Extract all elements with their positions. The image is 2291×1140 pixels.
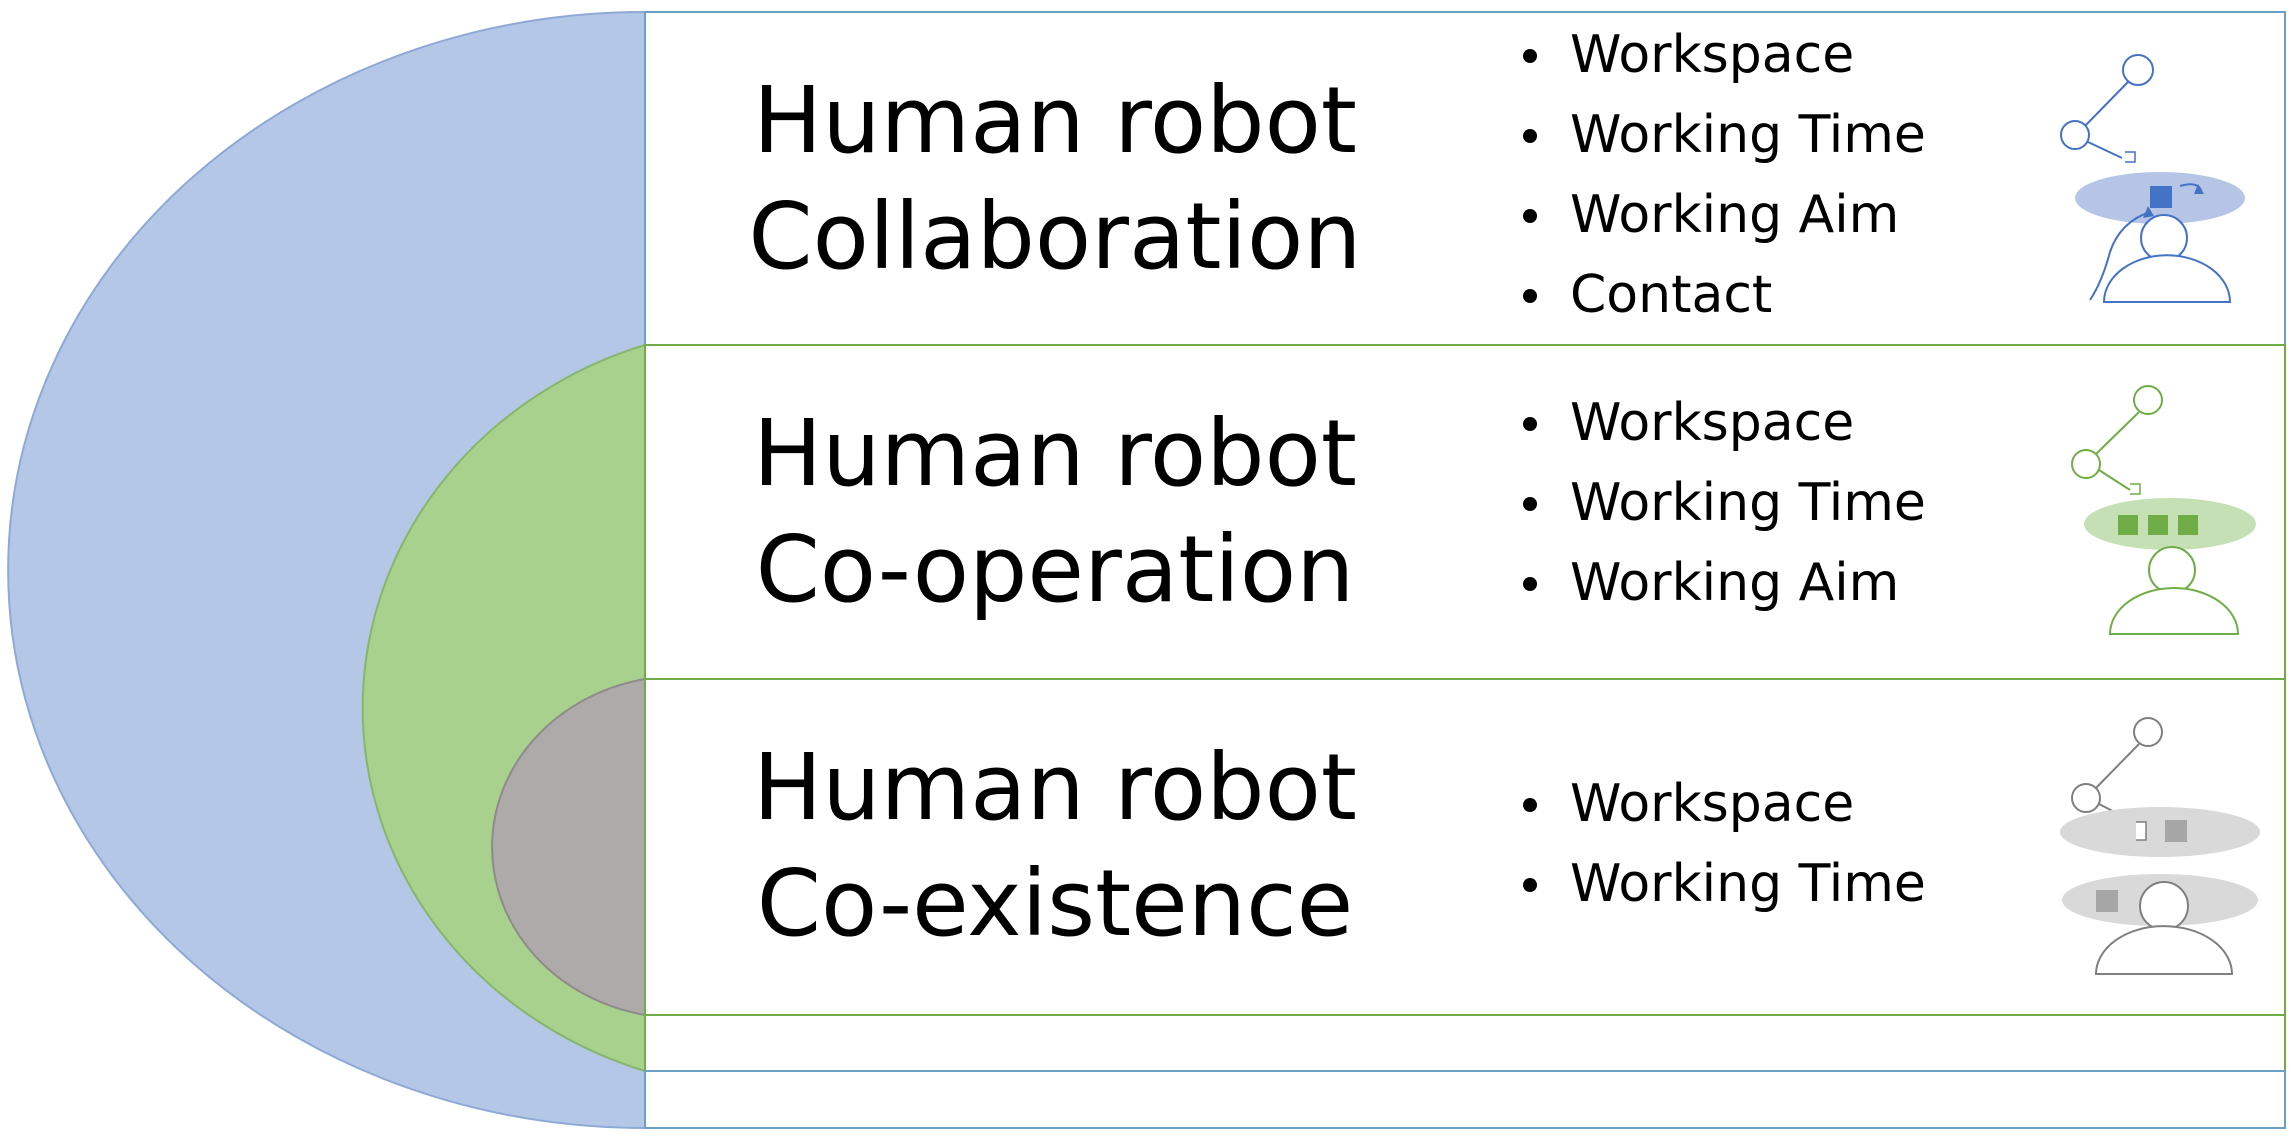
coexistence-row: Human robot Co-existence Workspace Worki… xyxy=(645,679,2285,1012)
empty-blue-row-frame xyxy=(644,1070,2286,1129)
collaboration-criteria-list: Workspace Working Time Working Aim Conta… xyxy=(1515,15,2035,335)
coexistence-title-line2: Co-existence xyxy=(756,849,1354,957)
collaboration-row: Human robot Collaboration Workspace Work… xyxy=(645,12,2285,345)
cooperation-row-frame xyxy=(644,344,2286,680)
list-item: Working Aim xyxy=(1515,543,2035,623)
robot-human-collaboration-icon xyxy=(2060,54,2245,303)
collaboration-title: Human robot Collaboration xyxy=(645,12,1465,345)
collaboration-row-frame xyxy=(644,11,2286,346)
coexistence-criteria-list: Workspace Working Time xyxy=(1515,764,2035,924)
cooperation-title-line2: Co-operation xyxy=(755,515,1355,623)
list-item: Working Time xyxy=(1515,95,2035,175)
list-item: Working Aim xyxy=(1515,175,2035,255)
coexistence-row-frame xyxy=(644,678,2286,1016)
list-item: Working Time xyxy=(1515,463,2035,543)
coexistence-half-ellipse xyxy=(491,677,646,1017)
cooperation-row: Human robot Co-operation Workspace Worki… xyxy=(645,345,2285,678)
coexistence-title: Human robot Co-existence xyxy=(645,679,1465,1012)
list-item: Contact xyxy=(1515,255,2035,335)
list-item: Workspace xyxy=(1515,383,2035,463)
list-item: Workspace xyxy=(1515,15,2035,95)
collaboration-title-line1: Human robot xyxy=(753,66,1357,174)
cooperation-criteria-list: Workspace Working Time Working Aim xyxy=(1515,383,2035,623)
list-item: Working Time xyxy=(1515,844,2035,924)
coexistence-title-line1: Human robot xyxy=(753,733,1357,841)
list-item: Workspace xyxy=(1515,764,2035,844)
robot-human-cooperation-icon xyxy=(2071,385,2256,635)
empty-green-row-frame xyxy=(644,1014,2286,1072)
cooperation-title: Human robot Co-operation xyxy=(645,345,1465,678)
robot-human-coexistence-icon xyxy=(2060,717,2260,975)
cooperation-title-line1: Human robot xyxy=(753,399,1357,507)
collaboration-title-line2: Collaboration xyxy=(748,182,1362,290)
